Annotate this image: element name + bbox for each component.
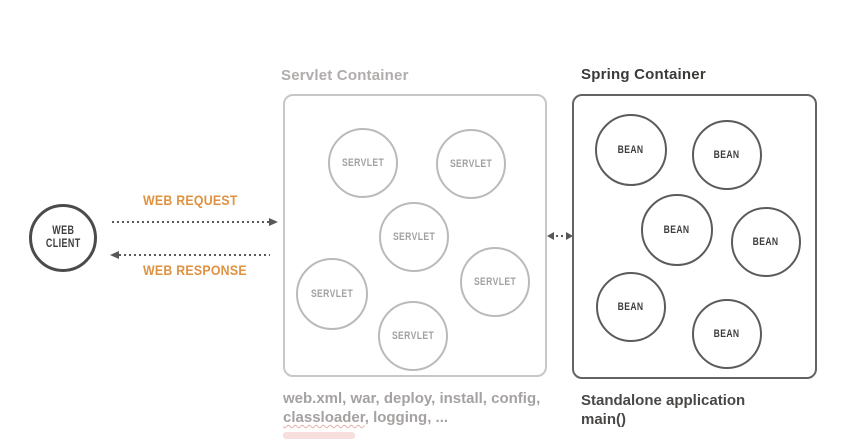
servlet-node: SERVLET (460, 247, 530, 317)
web-client-circle: WEB CLIENT (29, 204, 97, 272)
spring-container-title: Spring Container (581, 66, 706, 83)
servlet-node-label: SERVLET (392, 230, 436, 243)
container-link-line (551, 235, 569, 237)
web-client-label: WEB CLIENT (46, 225, 81, 250)
servlet-node: SERVLET (379, 202, 449, 272)
bean-node-label: BEAN (753, 235, 779, 248)
servlet-caption-classloader: classloader (283, 409, 365, 426)
web-response-arrow-line (119, 254, 270, 256)
bean-node-label: BEAN (714, 327, 740, 340)
web-request-label: WEB REQUEST (143, 192, 238, 208)
servlet-node: SERVLET (436, 129, 506, 199)
web-request-arrowhead-icon (269, 217, 278, 226)
bean-node-label: BEAN (618, 143, 644, 156)
web-response-arrowhead-icon (110, 250, 119, 259)
container-link-left-arrowhead-icon (547, 232, 554, 240)
spellcheck-underline-artifact (283, 432, 355, 439)
spring-container-caption: Standalone application main() (581, 391, 745, 429)
spring-caption-line1: Standalone application (581, 392, 746, 409)
servlet-node: SERVLET (328, 128, 398, 198)
servlet-caption-line1: web.xml, war, deploy, install, config, (283, 390, 541, 407)
spring-caption-line2: main() (581, 411, 626, 428)
servlet-node-label: SERVLET (473, 275, 517, 288)
servlet-container-caption: web.xml, war, deploy, install, config, c… (283, 389, 540, 427)
servlet-caption-line2-rest: , logging, ... (364, 409, 449, 426)
web-response-label: WEB RESPONSE (143, 262, 247, 278)
servlet-node-label: SERVLET (341, 156, 385, 169)
web-client-label-line1: WEB (51, 225, 75, 238)
servlet-node: SERVLET (378, 301, 448, 371)
bean-node-label: BEAN (664, 223, 690, 236)
servlet-node: SERVLET (296, 258, 368, 330)
web-request-arrow-line (112, 221, 269, 223)
servlet-node-label: SERVLET (449, 157, 493, 170)
bean-node: BEAN (692, 299, 762, 369)
container-link-right-arrowhead-icon (566, 232, 573, 240)
bean-node-label: BEAN (618, 300, 644, 313)
bean-node: BEAN (641, 194, 713, 266)
bean-node-label: BEAN (714, 148, 740, 161)
bean-node: BEAN (731, 207, 801, 277)
bean-node: BEAN (692, 120, 762, 190)
bean-node: BEAN (596, 272, 666, 342)
web-client-label-line2: CLIENT (45, 238, 81, 250)
servlet-node-label: SERVLET (391, 329, 435, 342)
servlet-container-title: Servlet Container (281, 67, 409, 84)
servlet-node-label: SERVLET (310, 287, 354, 300)
bean-node: BEAN (595, 114, 667, 186)
